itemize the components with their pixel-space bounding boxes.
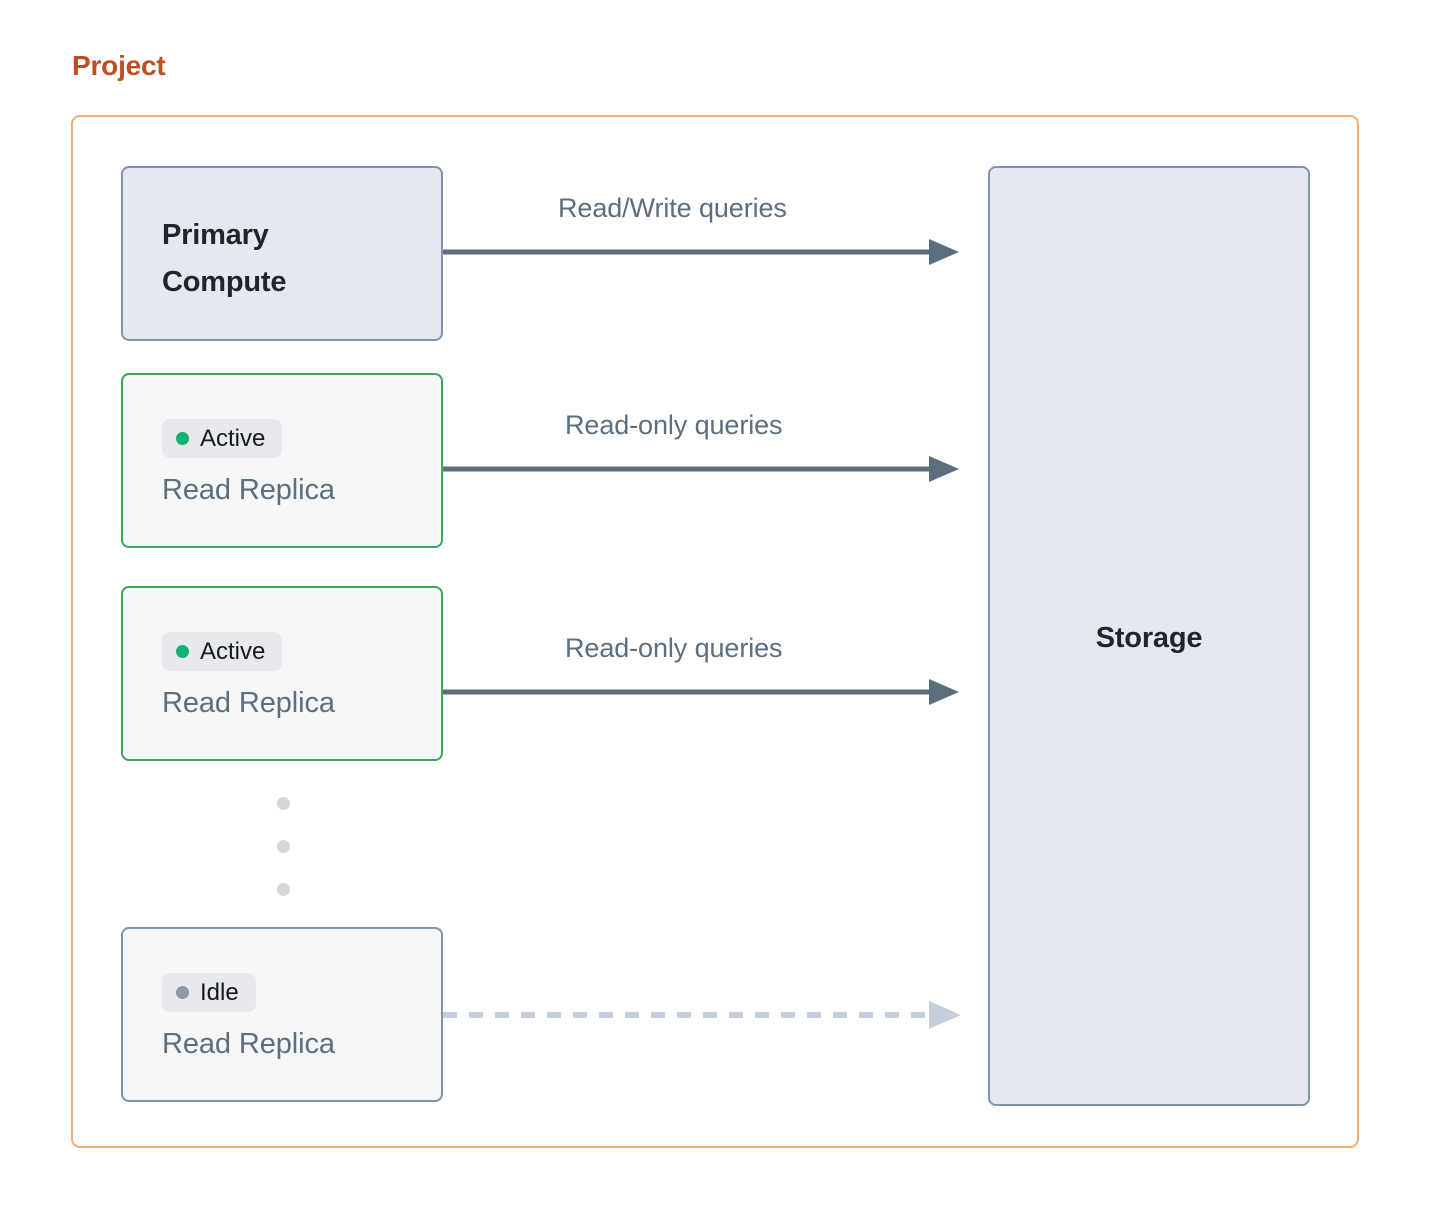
node-storage[interactable]: Storage (988, 166, 1310, 1106)
status-badge-label: Active (200, 424, 266, 452)
read-replica-2-label: Read Replica (162, 687, 335, 719)
node-read-replica-3[interactable]: Idle Read Replica (121, 927, 443, 1102)
primary-compute-label-line1: Primary (162, 219, 269, 251)
node-read-replica-1[interactable]: Active Read Replica (121, 373, 443, 548)
connection-arrow-primary (443, 239, 959, 265)
read-replica-3-label: Read Replica (162, 1028, 335, 1060)
connection-arrow-replica-1 (443, 456, 959, 482)
primary-compute-label-line2: Compute (162, 266, 287, 299)
status-badge-replica-3: Idle (162, 973, 256, 1012)
read-replica-1-label: Read Replica (162, 474, 335, 506)
node-read-replica-2[interactable]: Active Read Replica (121, 586, 443, 761)
storage-label: Storage (1095, 622, 1203, 654)
status-badge-label: Idle (200, 978, 239, 1006)
status-dot-icon (176, 645, 189, 658)
status-dot-icon (176, 986, 189, 999)
status-badge-label: Active (200, 637, 266, 665)
connection-arrow-replica-3 (443, 1001, 961, 1029)
more-replicas-ellipsis (277, 797, 290, 896)
connection-arrow-replica-2 (443, 679, 959, 705)
status-badge-replica-1: Active (162, 419, 283, 458)
page-title: Project (72, 50, 166, 81)
ellipsis-dot-icon (277, 883, 290, 896)
connection-label-replica-2: Read-only queries (565, 633, 783, 663)
ellipsis-dot-icon (277, 797, 290, 810)
status-badge-replica-2: Active (162, 632, 283, 671)
status-dot-icon (176, 432, 189, 445)
connection-label-primary: Read/Write queries (558, 193, 787, 223)
connection-label-replica-1: Read-only queries (565, 410, 783, 440)
ellipsis-dot-icon (277, 840, 290, 853)
